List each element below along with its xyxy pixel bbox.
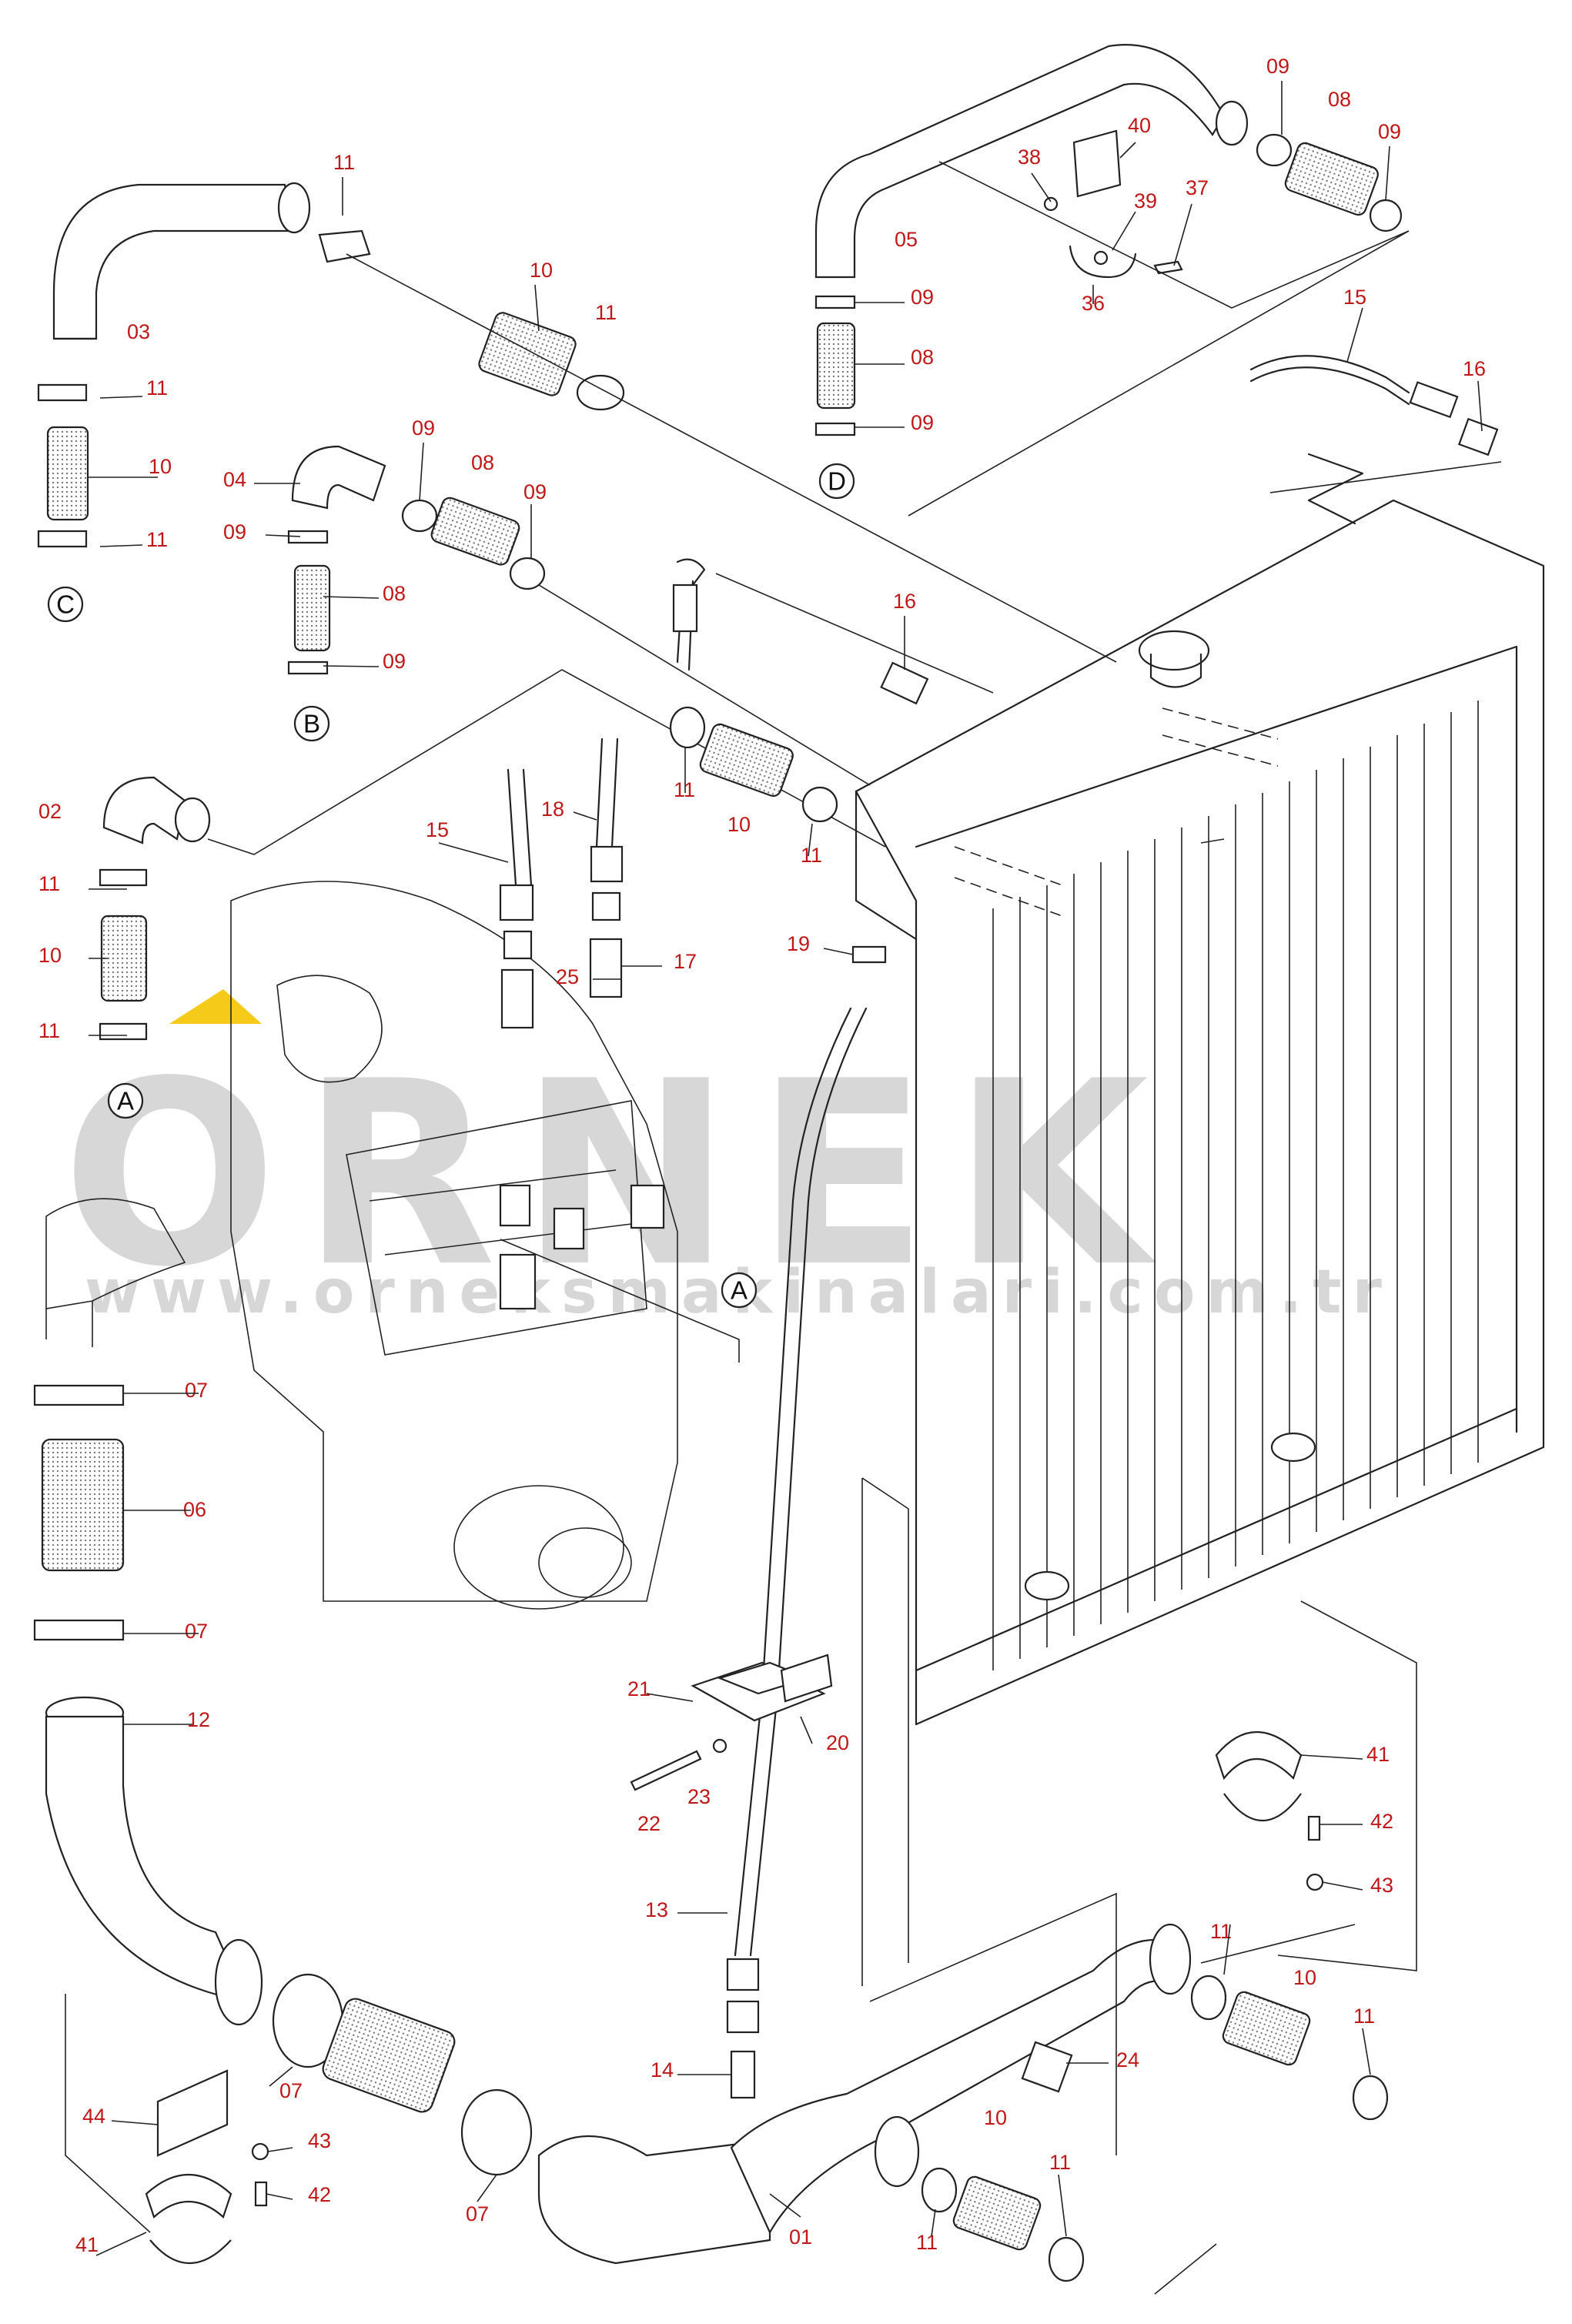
callout-20: 20 [826, 1731, 849, 1754]
callout-11c: 11 [146, 376, 168, 400]
callout-09b: 09 [1378, 120, 1401, 143]
callout-05: 05 [895, 228, 918, 251]
view-marker-c [47, 586, 84, 623]
callout-09g: 09 [223, 520, 246, 543]
callout-16a: 16 [1463, 357, 1486, 380]
callout-08d: 08 [383, 582, 406, 605]
hoses-15-18 [499, 558, 994, 1029]
callout-09e: 09 [412, 416, 435, 440]
callout-11b: 11 [595, 301, 617, 324]
view-marker-a-label: A [117, 1087, 134, 1115]
callout-01: 01 [789, 2225, 812, 2249]
callout-39: 39 [1134, 189, 1157, 212]
radiator-cap [1138, 630, 1210, 671]
callout-09d: 09 [911, 411, 934, 434]
view-marker-d-label: D [828, 467, 846, 496]
leader-lines [89, 81, 1483, 2295]
callout-22: 22 [637, 1812, 661, 1835]
callout-15b: 15 [426, 818, 449, 841]
watermark-accent-mark [169, 989, 262, 1024]
callout-44: 44 [82, 2105, 105, 2128]
callout-02: 02 [38, 800, 62, 823]
hose-10-mid [669, 706, 838, 823]
callout-09f: 09 [523, 480, 547, 503]
frame-lines: A [500, 1239, 909, 1986]
callout-40: 40 [1128, 114, 1151, 137]
callout-11k: 11 [1049, 2151, 1071, 2174]
callout-09c: 09 [911, 286, 934, 309]
watermark-brand: ORNEK [62, 1027, 1172, 1323]
callout-38: 38 [1018, 145, 1041, 169]
view-marker-d [818, 463, 855, 500]
callout-03: 03 [127, 320, 150, 343]
callout-09a: 09 [1266, 55, 1289, 78]
bracket-41-left [65, 1994, 269, 2265]
pipe-12-assembly [33, 1384, 771, 2265]
callout-42a: 42 [1370, 1810, 1393, 1833]
callout-21: 21 [627, 1677, 651, 1700]
view-marker-b [293, 705, 330, 742]
callout-08c: 08 [471, 451, 494, 474]
callout-43a: 43 [1370, 1874, 1393, 1897]
view-marker-b-label: B [303, 710, 320, 738]
callout-10f: 10 [984, 2106, 1007, 2129]
callout-11g: 11 [674, 778, 695, 801]
view-marker-c-label: C [56, 590, 75, 619]
callout-10e: 10 [1293, 1966, 1316, 1989]
callout-07a: 07 [185, 1379, 208, 1402]
callout-04: 04 [223, 468, 246, 491]
callout-09h: 09 [383, 650, 406, 673]
callout-11l: 11 [916, 2231, 938, 2254]
callouts: 01 02 03 04 05 06 07 07 07 07 08 08 08 0… [38, 55, 1486, 2256]
callout-41b: 41 [75, 2233, 99, 2256]
hose-13-long [726, 945, 887, 2099]
callout-07d: 07 [466, 2202, 489, 2225]
callout-11j: 11 [1353, 2005, 1375, 2028]
callout-25: 25 [556, 965, 579, 988]
callout-42b: 42 [308, 2183, 331, 2206]
callout-13: 13 [645, 1898, 668, 1921]
callout-19: 19 [787, 932, 810, 955]
pipe-04-assembly: B [287, 445, 871, 786]
pipe-05-assembly: D [814, 44, 1410, 517]
callout-11a: 11 [333, 151, 355, 174]
callout-15a: 15 [1343, 286, 1366, 309]
callout-07c: 07 [279, 2079, 303, 2102]
callout-10d: 10 [727, 813, 751, 836]
callout-14: 14 [651, 2058, 674, 2082]
callout-07b: 07 [185, 1620, 208, 1643]
callout-24: 24 [1116, 2048, 1139, 2072]
callout-43b: 43 [308, 2129, 331, 2152]
radiator [855, 453, 1545, 1726]
callout-11f: 11 [38, 1019, 60, 1042]
clamp-20-21 [630, 1654, 833, 1791]
callout-23: 23 [687, 1785, 711, 1808]
callout-16b: 16 [893, 590, 916, 613]
view-marker-a2 [721, 1272, 758, 1309]
callout-10c: 10 [38, 944, 62, 967]
callout-37: 37 [1186, 176, 1209, 199]
view-marker-a2-label: A [731, 1276, 748, 1305]
pipe-01-assembly [730, 1892, 1389, 2282]
bracket-41-right [1215, 1600, 1417, 1971]
view-marker-a [107, 1082, 144, 1119]
pipe-03-assembly: C [37, 182, 1117, 663]
callout-11h: 11 [801, 844, 822, 867]
callout-11d: 11 [146, 528, 168, 551]
callout-10a: 10 [530, 259, 553, 282]
hose-15-top [1249, 355, 1502, 493]
callout-10b: 10 [149, 455, 172, 478]
callout-11e: 11 [38, 872, 60, 895]
callout-12: 12 [187, 1708, 210, 1731]
callout-41a: 41 [1366, 1743, 1390, 1766]
callout-08b: 08 [911, 346, 934, 369]
engine-outline [45, 881, 678, 1610]
callout-08a: 08 [1328, 88, 1351, 111]
callout-18: 18 [541, 798, 564, 821]
callout-06: 06 [183, 1498, 206, 1521]
callout-17: 17 [674, 950, 697, 973]
watermark: ORNEK www.orneksmakinalari.com.tr [62, 989, 1382, 1327]
